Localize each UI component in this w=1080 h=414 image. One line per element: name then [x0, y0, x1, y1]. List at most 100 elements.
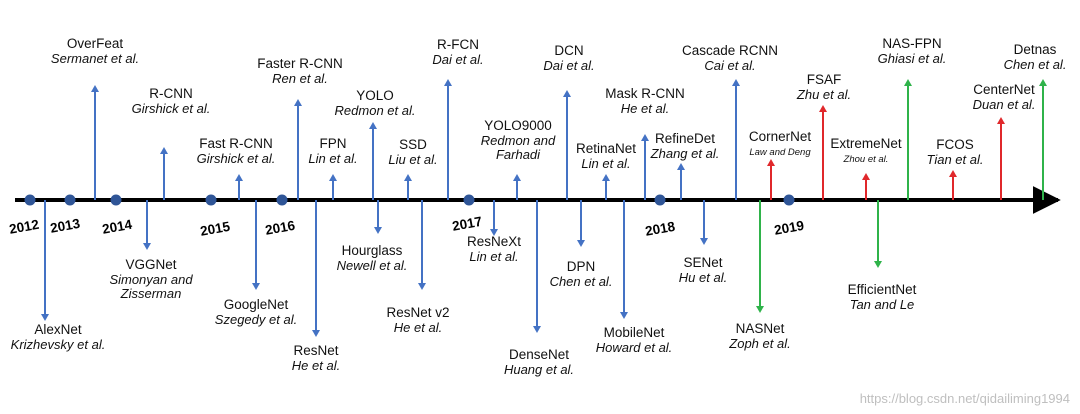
arrow-head-10	[374, 227, 382, 234]
model-authors: Krizhevsky et al.	[10, 336, 106, 352]
model-name: Detnas	[1013, 42, 1057, 57]
model-name: GoogleNet	[223, 297, 289, 312]
model-authors: Girshick et al.	[131, 100, 211, 116]
model-name: Faster R-CNN	[257, 56, 343, 71]
model-authors: Zhang et al.	[650, 145, 720, 161]
model-authors: Chen et al.	[549, 273, 613, 289]
year-dot-2019	[783, 194, 795, 206]
model-authors: Howard et al.	[595, 339, 673, 355]
model-authors: Simonyan and	[109, 271, 193, 287]
arrow-head-30	[904, 79, 912, 86]
model-name: YOLO9000	[484, 118, 552, 133]
arrow-head-27	[819, 105, 827, 112]
model-name: DenseNet	[508, 347, 570, 362]
model-name: NASNet	[735, 321, 785, 336]
year-dot-2013	[64, 194, 76, 206]
arrow-head-28	[862, 173, 870, 180]
model-name: RefineDet	[654, 131, 716, 146]
arrow-head-5	[252, 283, 260, 290]
model-authors: Zhou et al.	[843, 153, 889, 165]
model-authors: Lin et al.	[469, 248, 519, 264]
model-name: DCN	[554, 43, 584, 58]
model-authors: He et al.	[291, 357, 341, 373]
watermark: https://blog.csdn.net/qidailiming1994	[859, 391, 1070, 406]
model-name: OverFeat	[66, 36, 124, 51]
arrow-head-22	[677, 163, 685, 170]
arrow-head-21	[641, 134, 649, 141]
arrow-head-31	[949, 170, 957, 177]
model-authors: Liu et al.	[388, 151, 438, 167]
model-name: ExtremeNet	[830, 136, 902, 151]
model-authors: He et al.	[393, 319, 443, 335]
model-name: MobileNet	[603, 325, 665, 340]
model-name: EfficientNet	[847, 282, 917, 297]
model-authors: Law and Deng	[749, 146, 811, 158]
model-name: ResNet	[293, 343, 339, 358]
model-authors: He et al.	[620, 100, 670, 116]
arrow-head-33	[1039, 79, 1047, 86]
model-name: SENet	[683, 255, 723, 270]
arrow-head-13	[444, 79, 452, 86]
model-authors: Zoph et al.	[729, 335, 791, 351]
model-authors: Zisserman	[120, 286, 182, 302]
model-authors: Zhu et al.	[796, 86, 852, 102]
arrow-head-14	[490, 229, 498, 236]
arrow-head-11	[404, 174, 412, 181]
model-name: NAS-FPN	[882, 36, 942, 51]
model-name: DPN	[566, 259, 596, 274]
arrow-head-7	[312, 330, 320, 337]
model-name: RetinaNet	[575, 141, 637, 156]
model-authors: Redmon et al.	[334, 102, 416, 118]
arrow-head-18	[577, 240, 585, 247]
model-authors: Farhadi	[495, 147, 541, 163]
arrow-head-17	[563, 90, 571, 97]
model-authors: Sermanet et al.	[50, 50, 140, 66]
model-name: YOLO	[356, 88, 394, 103]
model-authors: Lin et al.	[308, 150, 358, 166]
model-authors: Redmon and	[480, 132, 556, 148]
year-dot-2015	[205, 194, 217, 206]
model-name: FSAF	[806, 72, 842, 87]
arrow-head-4	[235, 174, 243, 181]
arrow-head-2	[143, 243, 151, 250]
year-dot-2017	[463, 194, 475, 206]
arrow-head-26	[767, 159, 775, 166]
arrow-head-23	[700, 238, 708, 245]
model-name: FCOS	[936, 137, 974, 152]
model-authors: Huang et al.	[503, 361, 575, 377]
model-name: CornerNet	[748, 129, 812, 144]
arrow-head-9	[369, 122, 377, 129]
model-authors: Newell et al.	[336, 257, 408, 273]
arrow-head-3	[160, 147, 168, 154]
model-authors: Hu et al.	[678, 269, 728, 285]
arrow-head-20	[620, 312, 628, 319]
model-name: AlexNet	[34, 322, 82, 337]
year-dot-2016	[276, 194, 288, 206]
model-authors: Dai et al.	[543, 57, 595, 73]
arrow-head-15	[513, 174, 521, 181]
